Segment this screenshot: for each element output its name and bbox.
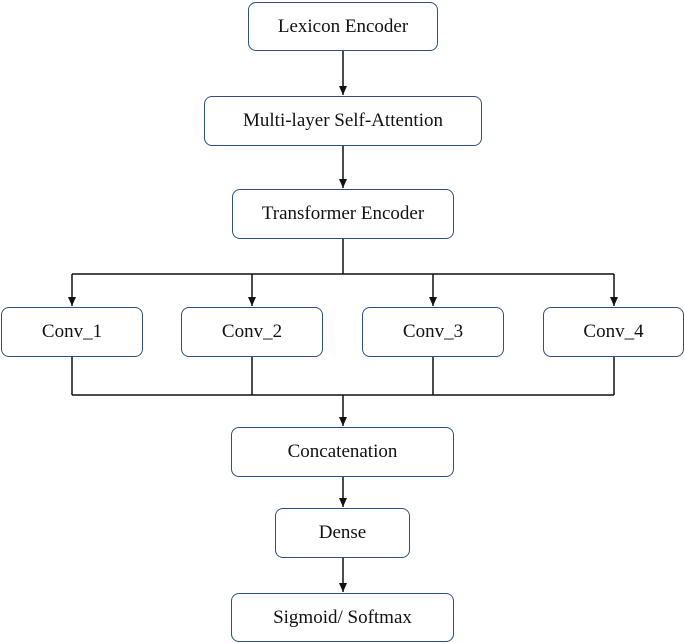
lexicon-encoder-node: Lexicon Encoder xyxy=(248,2,438,51)
conv-2-node: Conv_2 xyxy=(181,307,323,357)
conv-3-node: Conv_3 xyxy=(362,307,504,357)
dense-node: Dense xyxy=(275,508,410,558)
sigmoid-softmax-node: Sigmoid/ Softmax xyxy=(231,593,454,642)
conv-4-node: Conv_4 xyxy=(543,307,684,357)
concatenation-node: Concatenation xyxy=(231,427,454,477)
self-attention-node: Multi-layer Self-Attention xyxy=(204,96,482,146)
transformer-encoder-node: Transformer Encoder xyxy=(232,189,454,239)
conv-1-node: Conv_1 xyxy=(1,307,143,357)
